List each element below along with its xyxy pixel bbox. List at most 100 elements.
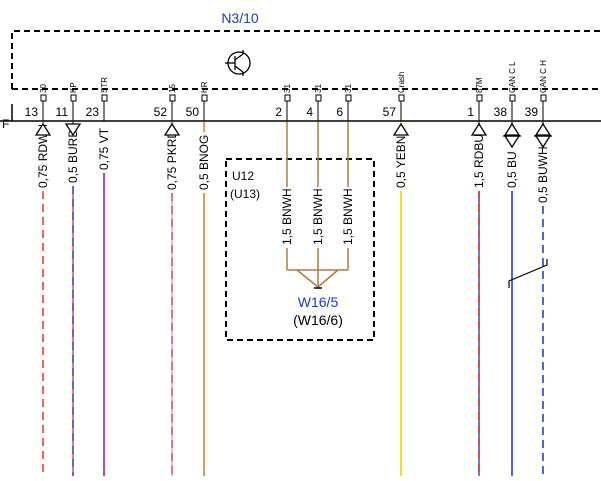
ground-wire xyxy=(296,269,319,288)
pin: 31 4 xyxy=(306,84,323,121)
pin-terminal-icon xyxy=(345,94,352,102)
pin-number: 23 xyxy=(86,105,100,119)
wire-label: 1,5 BNWH xyxy=(280,188,294,245)
pin-terminal-icon xyxy=(398,94,405,102)
pin-name: STR xyxy=(100,77,109,93)
wire: 0,5 BUWH xyxy=(534,122,552,476)
wire-label: 1,5 BNWH xyxy=(311,188,325,245)
pin-number: 50 xyxy=(186,105,200,119)
wire-label: 0,75 RDWH xyxy=(36,124,50,188)
wire-label: 0,75 VT xyxy=(97,127,111,170)
wire: 0,5 BURD xyxy=(64,122,82,476)
wire-label: 0,5 BUWH xyxy=(536,146,550,203)
pins-layer: 3013KP11STR231552HR50312314316Crash5787M… xyxy=(25,60,548,121)
wire-label: 0,5 BURD xyxy=(66,129,80,183)
pin-name: 31 xyxy=(344,84,353,93)
arrow-up-icon xyxy=(163,122,181,136)
wires-layer: 0,75 RDWH 0,5 BURD 0,75 VT 0,75 PKRD 0,5 BNO… xyxy=(34,122,552,476)
wire: 0,75 PKRD xyxy=(163,122,181,476)
pin-name: 87M xyxy=(475,77,484,93)
pin: 31 2 xyxy=(275,84,292,121)
wire-label: 1,5 BNWH xyxy=(341,188,355,245)
pin-terminal-icon xyxy=(284,94,291,102)
pin: 87M 1 xyxy=(467,77,484,121)
pin: Crash 57 xyxy=(383,72,406,121)
wire-label: 0,5 YEBN xyxy=(394,136,408,188)
arrow-up-icon xyxy=(470,122,488,136)
wire-label: 0,5 BNOG xyxy=(197,135,211,190)
pin-name: 15 xyxy=(168,84,177,93)
transistor-icon xyxy=(225,50,251,76)
pin-terminal-icon xyxy=(169,94,176,102)
arrow-down-icon xyxy=(64,123,82,137)
pin-terminal-icon xyxy=(101,94,108,102)
pin-number: 38 xyxy=(494,105,508,119)
twist-line xyxy=(508,259,548,288)
wire: 0,75 RDWH xyxy=(34,122,52,476)
wire: 0,5 BNOG xyxy=(197,122,211,476)
wire: 0,75 VT xyxy=(97,127,111,476)
ground-wire xyxy=(317,269,339,288)
pin-number: 6 xyxy=(336,105,343,119)
pin-name: KP xyxy=(69,82,78,93)
pin-number: 1 xyxy=(467,105,474,119)
housing-outline xyxy=(11,30,601,89)
pin: 30 13 xyxy=(25,84,48,121)
wire: 1,5 BNWH xyxy=(280,122,294,264)
ground-alt: (W16/6) xyxy=(293,312,343,328)
pin-number: 57 xyxy=(383,105,397,119)
pin-number: 2 xyxy=(275,105,282,119)
pin: KP 11 xyxy=(56,82,78,121)
pin-number: 52 xyxy=(154,105,168,119)
ground-id: W16/5 xyxy=(298,294,339,310)
pin-terminal-icon xyxy=(509,94,516,102)
pin-terminal-icon xyxy=(201,94,208,102)
arrow-down-icon xyxy=(503,135,521,149)
twisted-pair-icon xyxy=(508,259,548,288)
sub-component-id: U12 xyxy=(232,169,254,183)
pin-name: 31 xyxy=(314,84,323,93)
pin-terminal-icon xyxy=(540,94,547,102)
pin-name: Crash xyxy=(397,72,406,93)
pin: 31 6 xyxy=(336,84,353,121)
pin-name: HR xyxy=(200,81,209,93)
wire: 1,5 RDBU xyxy=(470,122,488,476)
pin-terminal-icon xyxy=(40,94,47,102)
pin-number: 13 xyxy=(25,105,39,119)
pin-terminal-icon xyxy=(315,94,322,102)
component-id: N3/10 xyxy=(221,10,259,26)
pin: CAN C L 38 xyxy=(494,61,517,121)
wire: 0,5 YEBN xyxy=(392,122,410,476)
wire-label: 1,5 RDBU xyxy=(472,134,486,188)
pin-number: 4 xyxy=(306,105,313,119)
arrow-down-icon xyxy=(534,135,552,149)
wire-label: 0,75 PKRD xyxy=(165,130,179,190)
arrow-up-icon xyxy=(503,122,521,136)
row-label: F xyxy=(2,117,9,131)
pin-name: 31 xyxy=(283,84,292,93)
pin: CAN C H 39 xyxy=(525,60,548,121)
pin-terminal-icon xyxy=(70,94,77,102)
ground-junction xyxy=(286,264,349,289)
wire: 1,5 BNWH xyxy=(311,122,325,264)
arrow-up-icon xyxy=(34,122,52,136)
component-housing xyxy=(11,30,601,121)
wire: 1,5 BNWH xyxy=(341,122,355,264)
pin-number: 11 xyxy=(56,105,69,119)
pin-name: 30 xyxy=(39,84,48,93)
sub-component-box xyxy=(225,158,375,341)
arrow-up-icon xyxy=(534,122,552,136)
wire-label: 0,5 BU xyxy=(505,151,519,188)
pin-name: CAN C L xyxy=(508,61,517,93)
pin-terminal-icon xyxy=(476,94,483,102)
pin-name: CAN C H xyxy=(539,60,548,93)
pin-number: 39 xyxy=(525,105,539,119)
pin: STR 23 xyxy=(86,77,109,121)
sub-component-alt: (U13) xyxy=(230,187,260,201)
wire: 0,5 BU xyxy=(503,122,521,476)
arrow-up-icon xyxy=(392,122,410,136)
